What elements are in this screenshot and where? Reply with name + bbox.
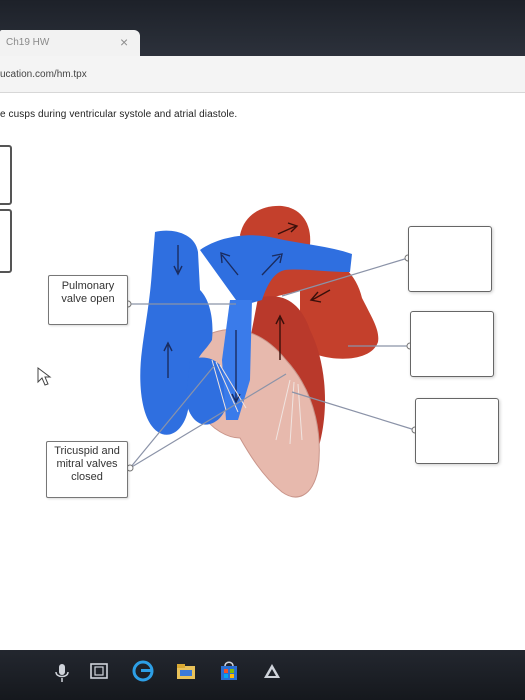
tricuspid-leader-line bbox=[129, 365, 215, 469]
tricuspid-mitral-label[interactable]: Tricuspid and mitral valves closed bbox=[46, 441, 128, 498]
flow-arrow-icon bbox=[220, 251, 239, 276]
label-line: Tricuspid and bbox=[54, 445, 120, 457]
label-line: mitral valves bbox=[56, 458, 118, 470]
superior-vena-cava bbox=[140, 230, 213, 435]
flow-arrow-icon bbox=[163, 341, 173, 378]
browser-tab-bar: Ch19 HW × bbox=[0, 0, 525, 56]
pulmonary-trunk bbox=[200, 235, 352, 304]
mitral-leader-line bbox=[129, 373, 287, 469]
flow-arrow-icon bbox=[173, 245, 183, 276]
right-outflow bbox=[222, 300, 252, 420]
flow-arrow-icon bbox=[277, 222, 299, 235]
drop-target-2[interactable] bbox=[410, 311, 494, 377]
browser-tab[interactable]: Ch19 HW × bbox=[0, 30, 140, 56]
drop-leader-line-3 bbox=[291, 391, 416, 431]
answer-slot-left-1[interactable] bbox=[0, 145, 12, 205]
edge-browser-icon[interactable] bbox=[131, 658, 155, 684]
flow-arrow-icon bbox=[275, 314, 285, 360]
answer-slot-left-2[interactable] bbox=[0, 209, 12, 273]
flow-arrow-icon bbox=[309, 289, 331, 303]
label-line: valve open bbox=[61, 293, 115, 305]
drop-target-3[interactable] bbox=[415, 398, 499, 464]
tab-close-icon[interactable]: × bbox=[120, 34, 129, 50]
tab-title: Ch19 HW bbox=[6, 37, 50, 48]
pulmonary-valve-label[interactable]: Pulmonary valve open bbox=[48, 275, 128, 325]
task-view-icon[interactable] bbox=[87, 658, 111, 684]
file-explorer-icon[interactable] bbox=[174, 658, 198, 684]
question-text: e cusps during ventricular systole and a… bbox=[0, 109, 238, 120]
heart-diagram bbox=[37, 205, 419, 498]
right-ventricle-blood bbox=[186, 357, 229, 425]
flow-arrow-icon bbox=[261, 253, 283, 276]
store-icon[interactable] bbox=[217, 658, 241, 684]
drop-leader-line-1 bbox=[281, 257, 409, 297]
left-atrium bbox=[300, 258, 379, 359]
page-content: e cusps during ventricular systole and a… bbox=[0, 93, 525, 650]
label-line: Pulmonary bbox=[61, 280, 115, 292]
taskbar bbox=[0, 650, 525, 700]
mouse-cursor-icon bbox=[37, 367, 52, 386]
address-bar[interactable]: ucation.com/hm.tpx bbox=[0, 56, 525, 93]
app-icon[interactable] bbox=[260, 658, 284, 684]
drop-target-1[interactable] bbox=[408, 226, 492, 292]
label-line: closed bbox=[71, 471, 103, 483]
microphone-icon[interactable] bbox=[50, 658, 74, 684]
chordae-tendineae bbox=[211, 359, 303, 445]
url-text[interactable]: ucation.com/hm.tpx bbox=[0, 69, 87, 80]
